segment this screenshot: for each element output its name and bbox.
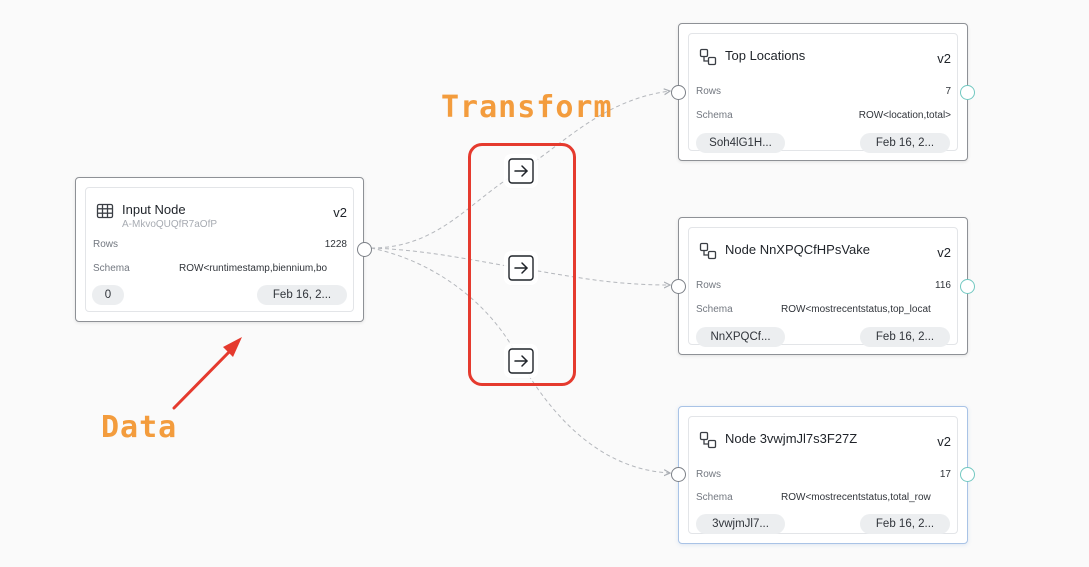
node-title: Top Locations: [725, 48, 806, 63]
schema-value: ROW<location,total>: [858, 110, 951, 121]
node-date[interactable]: Feb 16, 2...: [860, 327, 950, 347]
node-title: Node 3vwjmJl7s3F27Z: [725, 431, 858, 446]
arrow-right-icon: [508, 348, 534, 374]
transform-button-1[interactable]: [508, 158, 534, 184]
node-tag[interactable]: 3vwjmJl7...: [696, 514, 785, 534]
rows-value: 7: [945, 86, 951, 97]
node-tag[interactable]: NnXPQCf...: [696, 327, 785, 347]
node-version: v2: [937, 245, 951, 260]
transform-button-2[interactable]: [508, 255, 534, 281]
transform-button-3[interactable]: [508, 348, 534, 374]
schema-label: Schema: [696, 492, 733, 503]
node-tag[interactable]: 0: [92, 285, 124, 305]
output-node-input-port[interactable]: [671, 85, 686, 100]
schema-label: Schema: [93, 263, 130, 274]
transform-highlight: [468, 143, 576, 386]
node-title: Input Node: [122, 202, 186, 217]
transform-annotation: Transform: [441, 90, 613, 125]
arrow-right-icon: [508, 158, 534, 184]
input-node-output-port[interactable]: [357, 242, 372, 257]
output-node-nnxpqcfhpsvake[interactable]: Node NnXPQCfHPsVake v2 Rows 116 Schema R…: [671, 217, 975, 355]
node-date[interactable]: Feb 16, 2...: [860, 514, 950, 534]
node-version: v2: [937, 51, 951, 66]
node-date[interactable]: Feb 16, 2...: [257, 285, 347, 305]
rows-label: Rows: [696, 86, 722, 97]
transform-node-icon: [699, 431, 717, 449]
node-id: A-MkvoQUQfR7aOfP: [122, 219, 218, 230]
schema-value: ROW<mostrecentstatus,top_locat: [781, 304, 931, 315]
schema-label: Schema: [696, 110, 733, 121]
schema-value: ROW<mostrecentstatus,total_row: [781, 492, 931, 503]
rows-label: Rows: [93, 239, 119, 250]
input-node[interactable]: Input Node A-MkvoQUQfR7aOfP v2 Rows 1228…: [75, 177, 372, 322]
output-node-body: Node NnXPQCfHPsVake v2 Rows 116 Schema R…: [688, 227, 958, 347]
node-date[interactable]: Feb 16, 2...: [860, 133, 950, 153]
data-annotation: Data: [101, 410, 178, 445]
output-node-output-port[interactable]: [960, 467, 975, 482]
transform-node-icon: [699, 242, 717, 260]
output-node-output-port[interactable]: [960, 279, 975, 294]
node-version: v2: [333, 205, 347, 220]
rows-value: 1228: [324, 239, 347, 250]
output-node-body: Top Locations v2 Rows 7 Schema ROW<locat…: [688, 33, 958, 153]
schema-value: ROW<runtimestamp,biennium,bo: [179, 263, 328, 274]
node-version: v2: [937, 434, 951, 449]
table-icon: [96, 203, 114, 219]
output-node-input-port[interactable]: [671, 279, 686, 294]
output-node-body: Node 3vwjmJl7s3F27Z v2 Rows 17 Schema RO…: [688, 416, 958, 534]
input-node-body: Input Node A-MkvoQUQfR7aOfP v2 Rows 1228…: [85, 187, 354, 312]
edge-to-3vwjmjl7s3f27z: [370, 247, 670, 473]
rows-label: Rows: [696, 469, 722, 480]
output-node-output-port[interactable]: [960, 85, 975, 100]
schema-label: Schema: [696, 304, 733, 315]
rows-label: Rows: [696, 280, 722, 291]
transform-node-icon: [699, 48, 717, 66]
arrow-right-icon: [508, 255, 534, 281]
output-node-input-port[interactable]: [671, 467, 686, 482]
node-title: Node NnXPQCfHPsVake: [725, 242, 870, 257]
output-node-top-locations[interactable]: Top Locations v2 Rows 7 Schema ROW<locat…: [671, 23, 975, 161]
rows-value: 17: [939, 469, 951, 480]
data-annotation-arrow: [172, 337, 242, 410]
rows-value: 116: [935, 280, 951, 291]
output-node-3vwjmjl7s3f27z[interactable]: Node 3vwjmJl7s3F27Z v2 Rows 17 Schema RO…: [671, 406, 975, 544]
node-tag[interactable]: Soh4lG1H...: [696, 133, 785, 153]
